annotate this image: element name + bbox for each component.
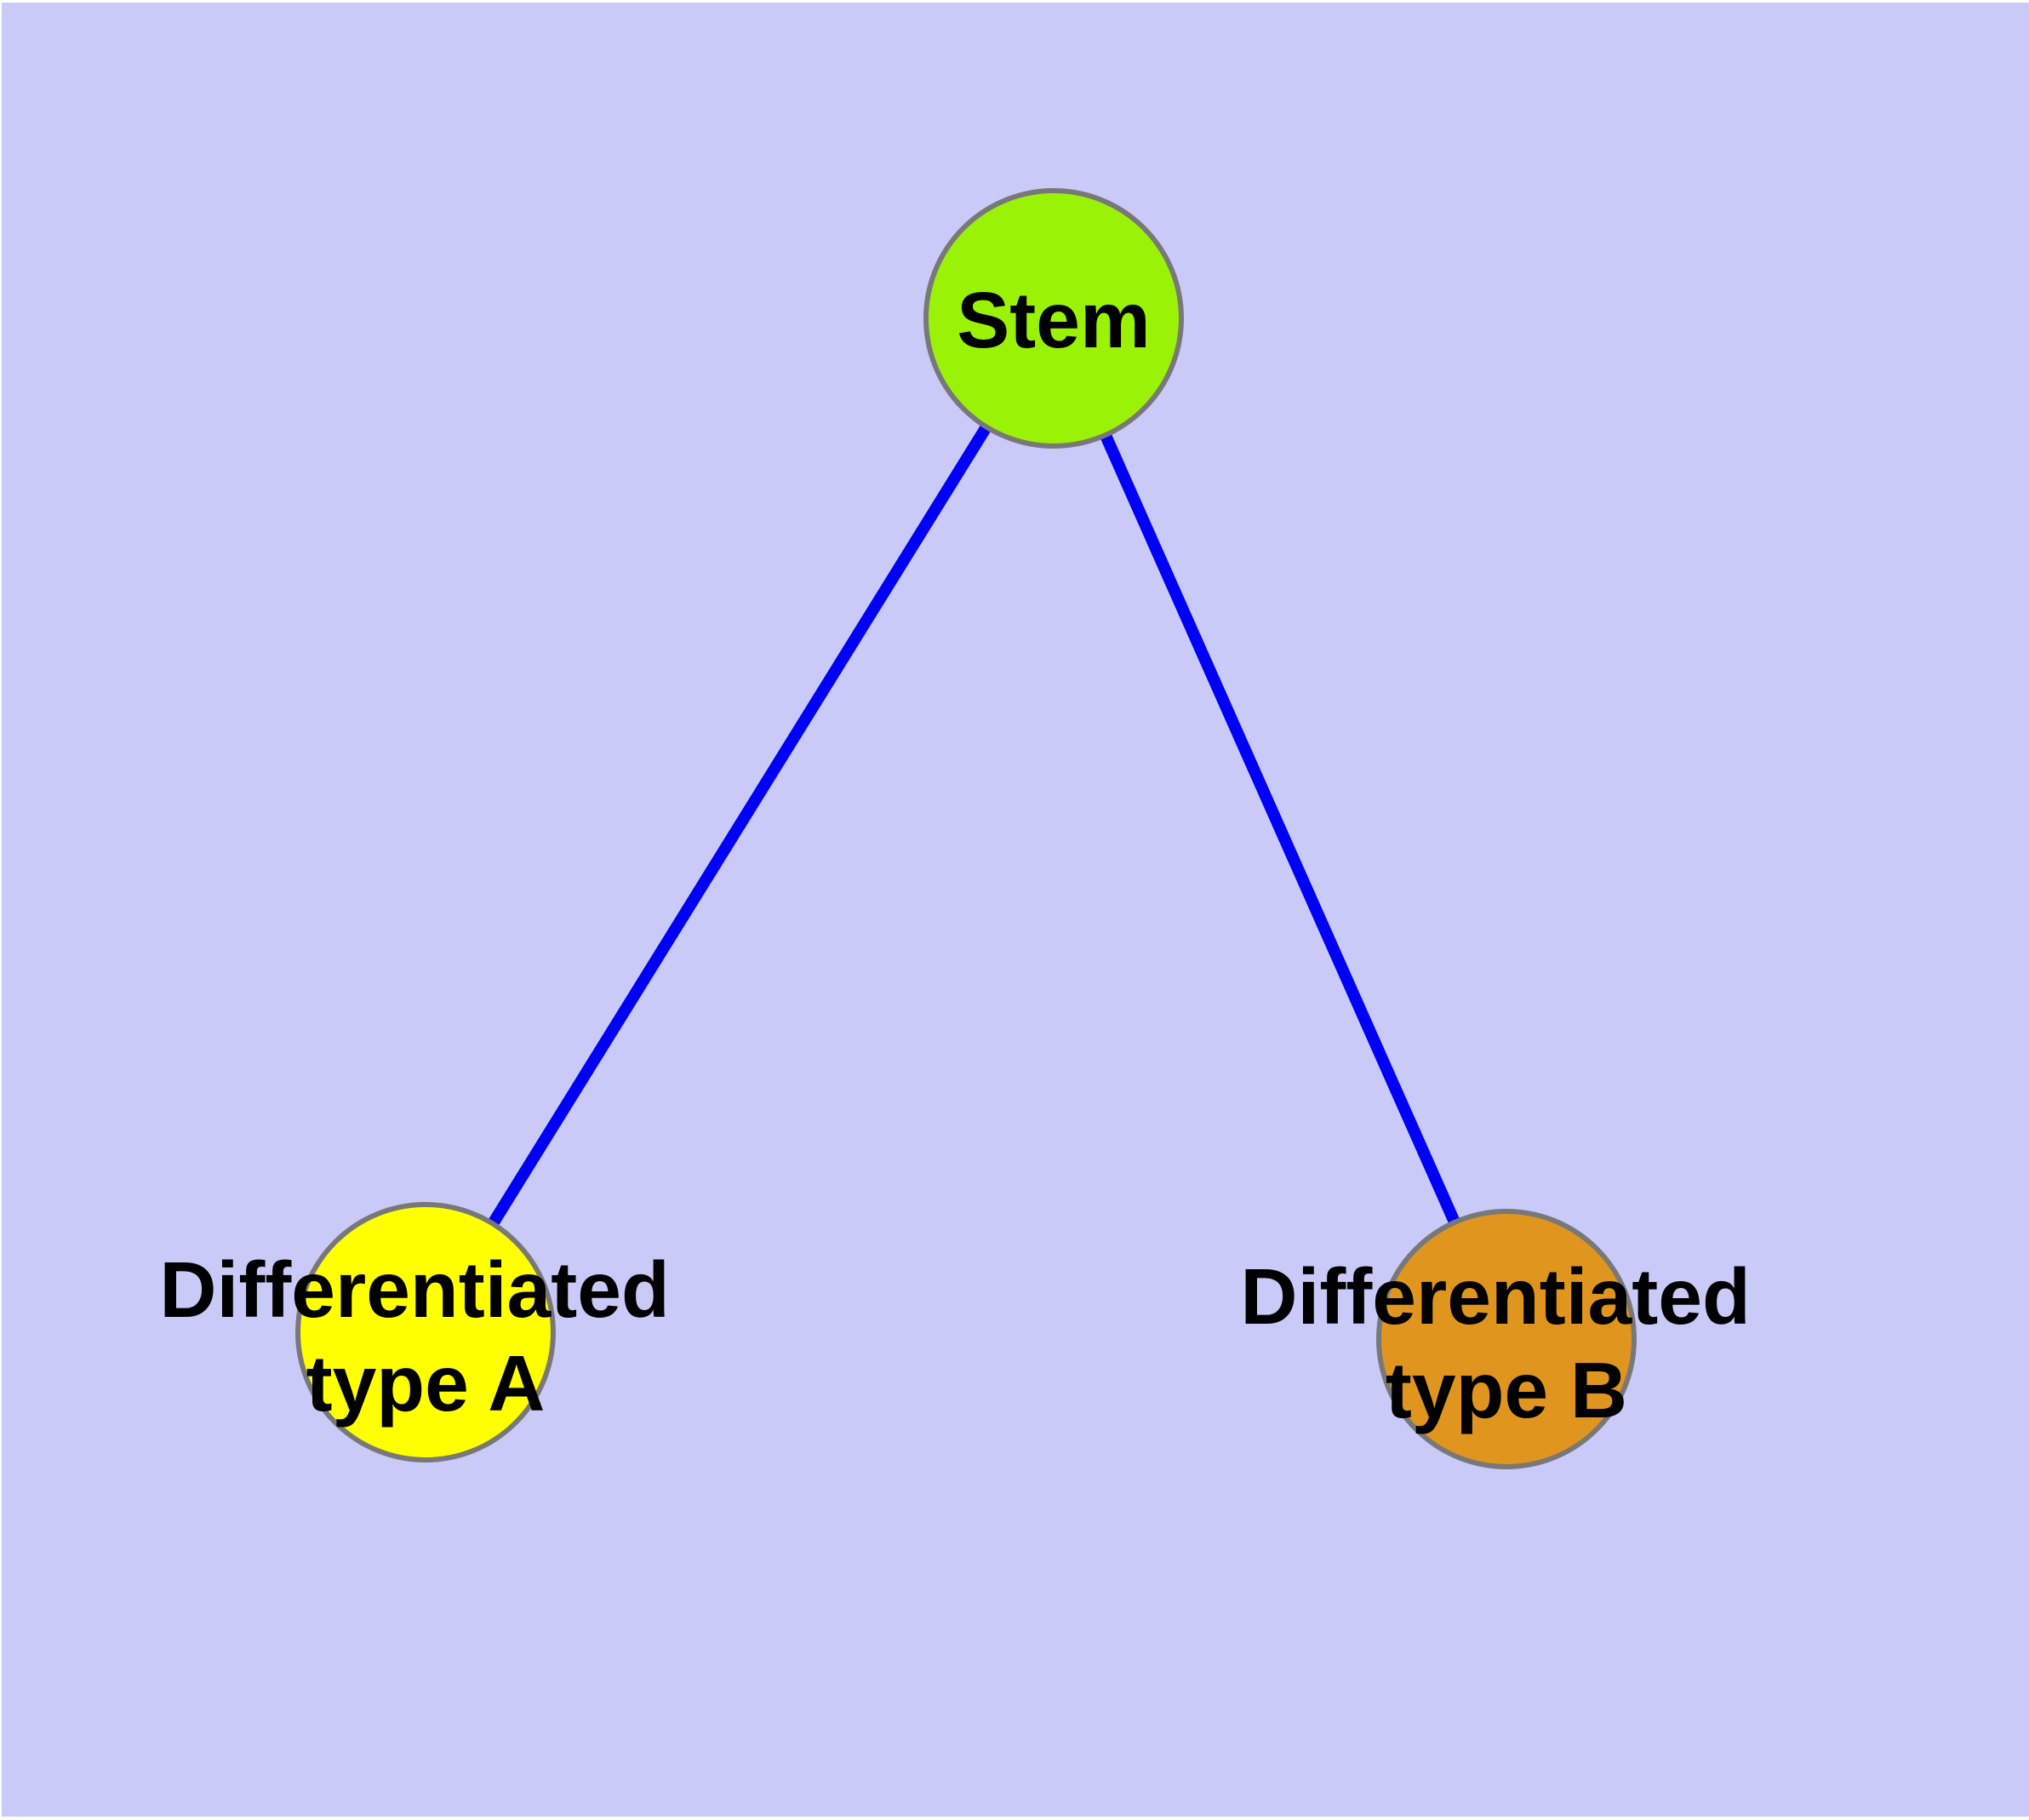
node-differentiated-type-b-label: Differentiated type B <box>1240 1252 1772 1434</box>
node-stem-label: Stem <box>957 276 1150 364</box>
node-differentiated-type-a <box>295 1202 556 1462</box>
edge-stem-to-type-a <box>420 315 1059 1336</box>
node-stem <box>923 188 1184 449</box>
edge-stem-to-type-b <box>1048 316 1512 1342</box>
node-differentiated-type-a-label-line2: type A <box>306 1339 546 1428</box>
node-differentiated-type-a-label-line1: Differentiated <box>159 1245 669 1334</box>
node-differentiated-type-b-label-line2: type B <box>1386 1346 1627 1434</box>
node-differentiated-type-a-label: Differentiated type A <box>159 1245 691 1428</box>
node-differentiated-type-b-label-line1: Differentiated <box>1240 1252 1750 1341</box>
node-differentiated-type-b <box>1376 1209 1637 1469</box>
